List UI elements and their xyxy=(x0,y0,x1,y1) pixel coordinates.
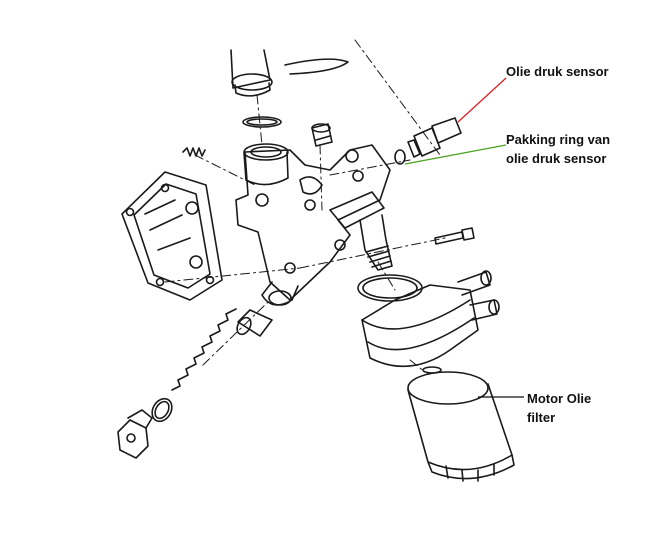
oil-filter-label-line2: filter xyxy=(527,410,556,425)
relief-valve-spring xyxy=(171,308,237,391)
sensor-leader-line xyxy=(457,77,507,123)
small-spring xyxy=(182,147,206,157)
threaded-nipple xyxy=(359,214,393,271)
filter-head-o-ring xyxy=(357,274,423,302)
plug-seal-ring xyxy=(151,397,173,423)
housing-bolt xyxy=(434,227,475,245)
oil-filter-housing xyxy=(235,143,391,306)
oil-pressure-sensor-label: Olie druk sensor xyxy=(506,62,609,81)
upper-pipe xyxy=(230,49,273,97)
sensor-gasket-ring-part xyxy=(394,149,406,165)
oil-filter-cartridge xyxy=(407,371,515,482)
top-plug xyxy=(311,123,333,147)
upper-seal-ring xyxy=(242,116,282,128)
sensor-gasket-label: Pakking ring van olie druk sensor xyxy=(506,130,610,168)
oil-filter-label-line1: Motor Olie xyxy=(527,391,592,406)
assembly-center-lines xyxy=(164,39,446,373)
sensor-gasket-label-line1: Pakking ring van xyxy=(506,132,611,147)
relief-valve-piston xyxy=(236,309,273,337)
sensor-gasket-label-line2: olie druk sensor xyxy=(506,151,607,166)
oil-pressure-sensor-label-text: Olie druk sensor xyxy=(506,64,609,79)
oil-cooler-block xyxy=(361,270,500,368)
oil-filter-label: Motor Olie filter xyxy=(527,389,591,427)
drain-plug xyxy=(117,409,153,459)
housing-gasket xyxy=(121,171,223,301)
retaining-clip xyxy=(284,58,349,75)
gasket-leader-line xyxy=(404,144,507,165)
oil-pressure-sensor-part xyxy=(407,117,462,158)
